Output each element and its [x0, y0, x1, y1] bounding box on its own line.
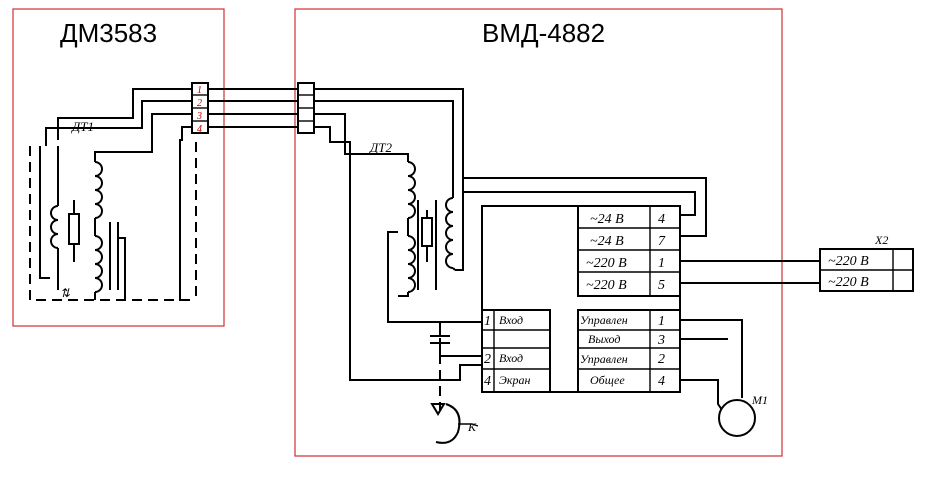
control-row-1-label: Управлен — [580, 313, 628, 327]
input-rows: 1 Вход 2 Вход 4 Экран — [481, 309, 551, 393]
input-row-2-label: Вход — [499, 351, 523, 365]
dm3583-terminal-block: 1 2 3 4 — [191, 82, 209, 135]
connector-x2: Х2 ~220 В ~220 В — [819, 233, 914, 292]
control-row-2-pin: 3 — [657, 333, 665, 348]
terminal-1: 1 — [197, 85, 202, 96]
connector-row-1: ~220 В — [828, 254, 869, 269]
control-row-3-label: Управлен — [580, 352, 628, 366]
dt2-transformer: ДТ2 — [368, 140, 482, 323]
output-wiring — [680, 260, 820, 411]
vmd4882-title: ВМД-4882 — [482, 18, 605, 48]
dm3583-frame — [12, 8, 225, 327]
dt1-transformer: ДТ1 ⇅ — [29, 119, 197, 301]
input-row-1-pin: 1 — [484, 314, 491, 329]
dt1-wiring — [39, 88, 192, 301]
terminal-2: 2 — [197, 98, 202, 109]
connector-row-2: ~220 В — [828, 275, 869, 290]
motor-m1: М1 — [718, 393, 768, 437]
capacitor — [430, 322, 482, 410]
power-row-2-label: ~24 В — [590, 234, 624, 249]
motor-label: М1 — [751, 393, 768, 407]
control-row-4-label: Общее — [590, 373, 625, 387]
dm3583-title: ДМ3583 — [60, 18, 157, 48]
power-rows: ~24 В 4 ~24 В 7 ~220 В 1 ~220 В 5 — [577, 205, 681, 297]
input-row-3-label: Экран — [499, 373, 530, 387]
vmd-wiring — [314, 88, 707, 381]
input-row-3-pin: 4 — [484, 374, 491, 389]
power-row-3-label: ~220 В — [586, 256, 627, 271]
control-row-3-pin: 2 — [658, 352, 665, 367]
connector-label: Х2 — [874, 233, 888, 247]
adjust-arrow-icon: ⇅ — [60, 286, 70, 300]
dt2-label: ДТ2 — [368, 140, 393, 155]
power-row-3-pin: 1 — [658, 256, 665, 271]
power-row-2-pin: 7 — [658, 234, 666, 249]
power-row-4-pin: 5 — [658, 278, 665, 293]
control-row-2-label: Выход — [588, 332, 620, 346]
control-row-4-pin: 4 — [658, 374, 665, 389]
power-row-4-label: ~220 В — [586, 278, 627, 293]
control-rows: Управлен 1 Выход 3 Управлен 2 Общее 4 — [577, 309, 681, 393]
power-row-1-pin: 4 — [658, 212, 665, 227]
vmd4882-terminal-block — [297, 82, 315, 134]
input-row-2-pin: 2 — [484, 352, 491, 367]
interconnect-wires — [208, 88, 298, 128]
vmd4882-frame — [294, 8, 783, 457]
contact-k: К — [430, 403, 479, 444]
power-row-1-label: ~24 В — [590, 212, 624, 227]
control-row-1-pin: 1 — [658, 314, 665, 329]
dt1-label: ДТ1 — [70, 119, 94, 134]
terminal-3: 3 — [196, 111, 202, 122]
input-row-1-label: Вход — [499, 313, 523, 327]
contact-label: К — [467, 420, 477, 434]
terminal-4: 4 — [197, 124, 202, 135]
